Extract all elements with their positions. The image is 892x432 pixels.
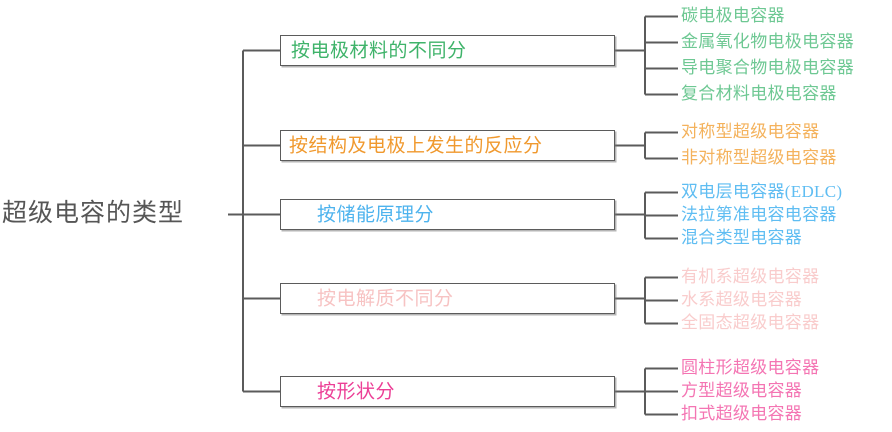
leaf-item[interactable]: 混合类型电容器 <box>681 228 803 247</box>
category-title-3: 按储能原理分 <box>317 204 435 225</box>
root-label: 超级电容的类型 <box>2 200 185 227</box>
leaf-item[interactable]: 方型超级电容器 <box>681 381 803 400</box>
leaf-item[interactable]: 有机系超级电容器 <box>681 267 820 286</box>
leaf-item[interactable]: 圆柱形超级电容器 <box>681 358 820 377</box>
category-title-4: 按电解质不同分 <box>317 288 454 309</box>
category-title-5: 按形状分 <box>317 381 396 402</box>
category-box-2[interactable]: 按结构及电极上发生的反应分 <box>280 130 615 161</box>
leaf-item[interactable]: 法拉第准电容电容器 <box>681 205 837 224</box>
category-box-3[interactable]: 按储能原理分 <box>280 199 615 230</box>
category-box-5[interactable]: 按形状分 <box>280 376 615 407</box>
leaf-item[interactable]: 非对称型超级电容器 <box>681 148 837 167</box>
leaf-item[interactable]: 对称型超级电容器 <box>681 122 820 141</box>
category-box-4[interactable]: 按电解质不同分 <box>280 283 615 314</box>
leaf-item[interactable]: 导电聚合物电极电容器 <box>681 58 854 77</box>
category-title-2: 按结构及电极上发生的反应分 <box>289 135 543 156</box>
leaf-item[interactable]: 碳电极电容器 <box>681 6 785 25</box>
category-title-1: 按电极材料的不同分 <box>291 40 467 61</box>
leaf-item[interactable]: 扣式超级电容器 <box>681 404 803 423</box>
leaf-item[interactable]: 水系超级电容器 <box>681 290 803 309</box>
leaf-item[interactable]: 复合材料电极电容器 <box>681 84 837 103</box>
category-box-1[interactable]: 按电极材料的不同分 <box>280 35 615 66</box>
leaf-item[interactable]: 金属氧化物电极电容器 <box>681 32 854 51</box>
leaf-item[interactable]: 双电层电容器(EDLC) <box>681 182 843 201</box>
leaf-item[interactable]: 全固态超级电容器 <box>681 313 820 332</box>
